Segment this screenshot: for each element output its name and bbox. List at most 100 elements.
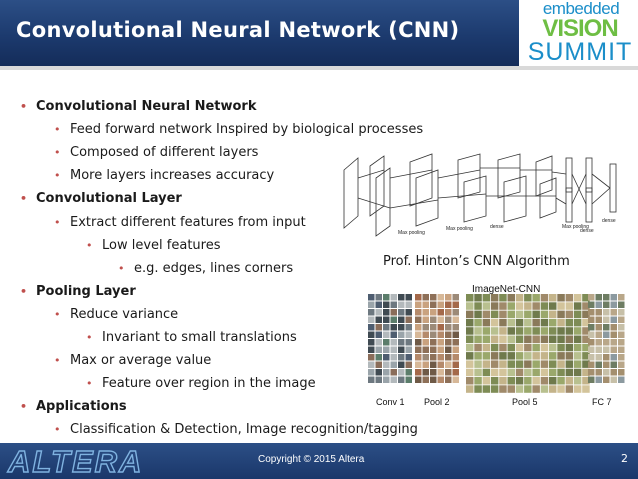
feature-tile — [565, 335, 574, 343]
bullet-dot-icon: • — [86, 377, 93, 391]
feature-tile — [610, 339, 617, 346]
feature-tile — [507, 360, 515, 368]
feature-tile — [540, 343, 549, 352]
bullet-item: •Classification & Detection, Image recog… — [54, 422, 418, 437]
feature-tile — [565, 318, 574, 327]
feature-tile — [610, 294, 617, 301]
feature-tile — [565, 352, 574, 360]
feature-tile — [499, 335, 507, 343]
feature-tile — [368, 294, 375, 301]
feature-tile — [618, 361, 625, 368]
feature-tile — [524, 318, 532, 327]
altera-logo-text: ALTERA — [7, 446, 143, 476]
feature-tile — [524, 360, 532, 368]
feature-tile — [610, 354, 617, 361]
feature-tile — [466, 377, 474, 385]
feature-tile — [415, 316, 422, 323]
feature-tile — [422, 361, 429, 368]
feature-tile — [532, 335, 540, 343]
feature-tile — [573, 318, 582, 327]
feature-tile — [422, 346, 429, 353]
feature-tile — [474, 335, 482, 343]
feature-tile — [549, 368, 557, 377]
feature-tile — [405, 294, 412, 301]
feature-tile — [532, 327, 540, 335]
feature-tile — [466, 352, 474, 360]
copyright-text: Copyright © 2015 Altera — [258, 454, 365, 465]
diagram-label-3: Max pooling — [562, 224, 589, 230]
feature-tile — [415, 301, 422, 308]
feature-tile — [582, 310, 590, 319]
feature-tile — [618, 324, 625, 331]
bullet-item: • Max or average value — [54, 353, 211, 368]
bullet-dot-icon: • — [54, 354, 61, 368]
feature-tile — [466, 335, 474, 343]
feature-tile — [375, 309, 382, 316]
feature-tile — [603, 301, 610, 308]
feature-tile — [515, 360, 524, 368]
feature-tile — [588, 346, 595, 353]
feature-tile — [603, 324, 610, 331]
feature-tile — [445, 339, 452, 346]
feature-tile — [405, 376, 412, 383]
header-divider — [0, 66, 638, 70]
feature-tile — [582, 377, 590, 385]
feature-tile — [437, 354, 444, 361]
feature-tile — [557, 318, 565, 327]
feature-tile — [430, 316, 437, 323]
feature-tile — [375, 316, 382, 323]
embedded-vision-summit-logo: embedded VISION SUMMIT — [519, 0, 638, 66]
feature-tile — [466, 294, 474, 302]
feature-tile — [398, 369, 405, 376]
feature-tile — [422, 376, 429, 383]
feature-tile — [595, 354, 602, 361]
feature-tile — [422, 324, 429, 331]
diagram-label-2: Max pooling — [446, 226, 473, 232]
feature-tile — [490, 343, 499, 352]
feature-tile — [490, 385, 499, 393]
feature-tile — [474, 302, 482, 310]
bullet-text: Convolutional Neural Network — [36, 99, 257, 114]
feature-tile — [415, 331, 422, 338]
feature-tile — [430, 324, 437, 331]
feature-tile — [452, 354, 459, 361]
bullet-text: Convolutional Layer — [36, 191, 182, 207]
feature-tile — [499, 302, 507, 310]
bullet-text: Max or average value — [70, 353, 212, 369]
feature-tile — [540, 352, 549, 360]
feature-tile — [490, 368, 499, 377]
feature-tile — [582, 335, 590, 343]
feature-tile — [452, 324, 459, 331]
imagenet-cnn-visualization: ImageNet-CNN Conv 1 Pool 2 Pool 5 FC 7 — [366, 284, 630, 410]
feature-tile — [445, 309, 452, 316]
bullet-text: More layers increases accuracy — [70, 168, 275, 184]
feature-tile — [375, 339, 382, 346]
feature-tile — [573, 360, 582, 368]
feature-tile — [507, 327, 515, 335]
feature-tile — [610, 324, 617, 331]
panel-label-fc7: FC 7 — [592, 397, 612, 407]
feature-tile — [549, 385, 557, 393]
panel-label-conv1: Conv 1 — [376, 397, 405, 407]
bullet-item: •Applications — [20, 399, 127, 414]
feature-tile — [603, 294, 610, 301]
feature-tile — [582, 318, 590, 327]
feature-tile — [368, 354, 375, 361]
feature-tile — [610, 361, 617, 368]
feature-tile — [618, 294, 625, 301]
feature-tile — [405, 331, 412, 338]
bullet-item: •Feature over region in the image — [86, 376, 316, 391]
bullet-dot-icon: • — [54, 215, 61, 229]
bullet-dot-icon: • — [54, 169, 61, 183]
feature-tile — [398, 339, 405, 346]
feature-tile — [524, 327, 532, 335]
feature-tile — [610, 376, 617, 383]
feature-tile — [499, 310, 507, 319]
feature-tile — [595, 361, 602, 368]
feature-tile — [595, 294, 602, 301]
feature-tile — [482, 310, 491, 319]
feature-tile — [383, 301, 390, 308]
feature-tile — [557, 385, 565, 393]
feature-tile — [565, 343, 574, 352]
feature-tile — [430, 301, 437, 308]
